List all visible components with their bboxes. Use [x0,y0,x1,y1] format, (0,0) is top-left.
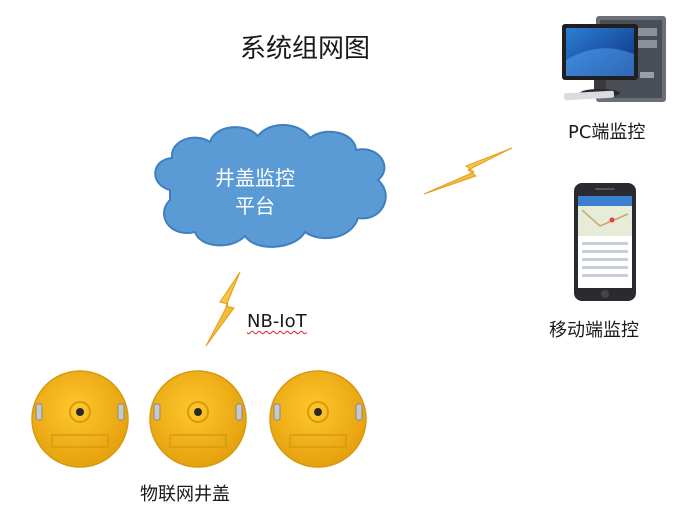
manhole-cover-1-icon [31,370,129,468]
mobile-monitor-label: 移动端监控 [549,320,639,341]
cloud-platform-shape [154,123,387,248]
pc-monitor-label: PC端监控 [568,122,646,143]
nbiot-link-text: NB-IoT [247,311,307,332]
cloud-platform-label-line1: 井盖监控 [215,166,295,190]
nbiot-link-label: NB-IoT [247,311,307,332]
cloud-platform-label-line2: 平台 [235,194,275,218]
pc-monitor-icon [562,16,666,102]
iot-covers-label: 物联网井盖 [140,484,230,505]
cloud-platform-label: 井盖监控 平台 [195,164,315,220]
diagram-title: 系统组网图 [239,34,370,64]
manhole-cover-3-icon [269,370,367,468]
nbiot-bolt-icon [205,271,241,347]
manhole-cover-2-icon [149,370,247,468]
wireless-bolt-icon [423,147,513,195]
mobile-phone-icon [574,183,636,301]
